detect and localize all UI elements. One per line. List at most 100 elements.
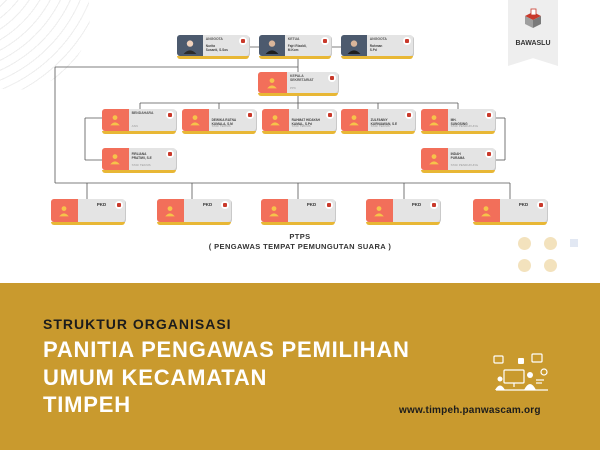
emblem-icon bbox=[403, 37, 411, 45]
pkd-card: PKD bbox=[157, 199, 231, 225]
card-person-name: Fajri Rizaldi, M.Kom bbox=[287, 44, 307, 52]
person-placeholder bbox=[157, 199, 184, 222]
person-placeholder bbox=[421, 148, 448, 170]
card-accent-bar bbox=[341, 131, 415, 134]
card-person-name: MH. SUNGSING bbox=[450, 118, 468, 126]
card-person-name: RAHMAT HIDAYAH KAMAL, S.Pd bbox=[291, 118, 320, 126]
user-placeholder-icon bbox=[110, 154, 121, 165]
person-placeholder bbox=[341, 109, 368, 131]
user-placeholder-icon bbox=[429, 154, 440, 165]
deco-dot bbox=[544, 259, 557, 272]
footer-band bbox=[0, 283, 600, 450]
card-accent-bar bbox=[102, 131, 176, 134]
emblem-icon bbox=[537, 201, 545, 209]
ptps-label: PTPS ( PENGAWAS TEMPAT PEMUNGUTAN SUARA … bbox=[180, 232, 420, 252]
card-accent-bar bbox=[341, 56, 413, 59]
person-placeholder bbox=[261, 199, 288, 222]
website-url[interactable]: www.timpeh.panwascam.org bbox=[399, 405, 541, 416]
card-role: ANGGOTA bbox=[205, 37, 223, 41]
card-accent-bar bbox=[51, 222, 125, 225]
card-role: PKD bbox=[411, 202, 422, 207]
card-role: KETUA bbox=[287, 37, 300, 41]
deco-square bbox=[570, 239, 578, 247]
staff-card: MH. SUNGSING STAF PENDUKUNG bbox=[421, 109, 495, 134]
commissioner-card: ANGGOTA Rahman S.Pd bbox=[341, 35, 413, 59]
card-person-name: INDAH PURAMA bbox=[450, 152, 465, 160]
staff-card: INDAH PURAMA STAF PENDUKUNG bbox=[421, 148, 495, 173]
emblem-icon bbox=[239, 37, 247, 45]
pkd-card: PKD bbox=[51, 199, 125, 225]
ptps-subtitle: ( PENGAWAS TEMPAT PEMUNGUTAN SUARA ) bbox=[208, 242, 392, 252]
emblem-icon bbox=[485, 150, 493, 158]
person-icon bbox=[265, 39, 279, 54]
person-avatar bbox=[177, 35, 203, 56]
card-sub: STAF TEKNIS bbox=[370, 124, 390, 128]
person-avatar bbox=[259, 35, 285, 56]
person-avatar bbox=[341, 35, 367, 56]
deco-dot bbox=[544, 237, 557, 250]
card-sub: STAF TEKNIS bbox=[131, 163, 151, 167]
emblem-icon bbox=[246, 111, 254, 119]
card-accent-bar bbox=[421, 131, 495, 134]
footer-title-line: PANITIA PENGAWAS PEMILIHAN bbox=[43, 337, 410, 362]
card-role: KEPALA SEKRETARIAT bbox=[290, 74, 314, 82]
card-sub: STAF TEKNIS bbox=[291, 124, 311, 128]
emblem-icon bbox=[166, 150, 174, 158]
card-role: BENDAHARA bbox=[131, 111, 154, 115]
user-placeholder-icon bbox=[110, 115, 121, 126]
staff-card: BENDAHARA ASN bbox=[102, 109, 176, 134]
user-placeholder-icon bbox=[374, 205, 385, 216]
pkd-card: PKD bbox=[366, 199, 440, 225]
card-accent-bar bbox=[157, 222, 231, 225]
emblem-icon bbox=[326, 111, 334, 119]
emblem-icon bbox=[325, 201, 333, 209]
card-role: PKD bbox=[202, 202, 213, 207]
card-accent-bar bbox=[421, 170, 495, 173]
card-accent-bar bbox=[258, 93, 338, 96]
footer-subtitle: STRUKTUR ORGANISASI bbox=[43, 316, 232, 332]
person-placeholder bbox=[102, 148, 129, 170]
card-sub: STAF PENDUKUNG bbox=[450, 163, 479, 167]
card-accent-bar bbox=[102, 170, 176, 173]
footer-title: PANITIA PENGAWAS PEMILIHAN UMUM KECAMATA… bbox=[43, 336, 463, 419]
ballot-box-icon bbox=[525, 8, 541, 28]
person-placeholder bbox=[262, 109, 289, 131]
staff-card: FIRLIANA PRATIWI, S.E STAF TEKNIS bbox=[102, 148, 176, 173]
chairman-card: KETUA Fajri Rizaldi, M.Kom bbox=[259, 35, 331, 59]
card-role: PKD bbox=[306, 202, 317, 207]
card-accent-bar bbox=[366, 222, 440, 225]
card-sub: PPK bbox=[290, 86, 297, 90]
pkd-card: PKD bbox=[261, 199, 335, 225]
card-person-name: ZULFANNY KURNIAWAN, S.E bbox=[370, 118, 398, 126]
user-placeholder-icon bbox=[165, 205, 176, 216]
card-sub: STAF TEKNIS bbox=[211, 124, 231, 128]
person-icon bbox=[347, 39, 361, 54]
card-sub: ASN bbox=[131, 124, 138, 128]
emblem-icon bbox=[328, 74, 336, 82]
card-role: PKD bbox=[518, 202, 529, 207]
footer-title-line: UMUM KECAMATAN bbox=[43, 364, 268, 390]
user-placeholder-icon bbox=[269, 205, 280, 216]
person-placeholder bbox=[421, 109, 448, 131]
emblem-icon bbox=[166, 111, 174, 119]
emblem-icon bbox=[221, 201, 229, 209]
user-placeholder-icon bbox=[190, 115, 201, 126]
staff-card: RAHMAT HIDAYAH KAMAL, S.Pd STAF TEKNIS bbox=[262, 109, 336, 134]
card-role: ANGGOTA bbox=[369, 37, 387, 41]
staff-card: DEWIKA RATNA KUMALA, S.M STAF TEKNIS bbox=[182, 109, 256, 134]
card-person-name: DEWIKA RATNA KUMALA, S.M bbox=[211, 118, 237, 126]
user-placeholder-icon bbox=[59, 205, 70, 216]
card-role: PKD bbox=[96, 202, 107, 207]
emblem-icon bbox=[115, 201, 123, 209]
person-icon bbox=[183, 39, 197, 54]
card-accent-bar bbox=[262, 131, 336, 134]
card-sub: STAF PENDUKUNG bbox=[450, 124, 479, 128]
commissioner-card: ANGGOTA Nurita Susanti, S.Sos bbox=[177, 35, 249, 59]
card-accent-bar bbox=[177, 56, 249, 59]
decorative-dots bbox=[518, 237, 598, 287]
person-placeholder bbox=[258, 72, 287, 93]
staff-card: ZULFANNY KURNIAWAN, S.E STAF TEKNIS bbox=[341, 109, 415, 134]
secretary-card: KEPALA SEKRETARIAT PPK bbox=[258, 72, 338, 96]
deco-dot bbox=[518, 237, 531, 250]
